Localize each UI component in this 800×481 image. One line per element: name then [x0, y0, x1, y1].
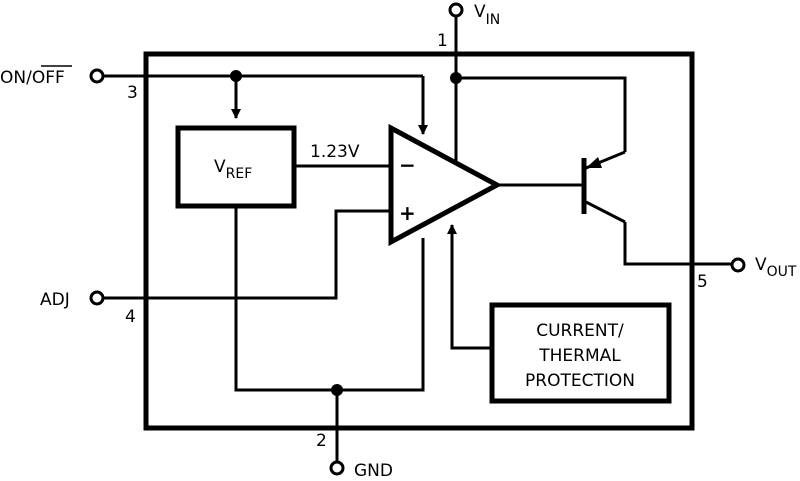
protection-to-amp-wire [447, 224, 492, 350]
reference-voltage-label: 1.23V [310, 142, 360, 162]
adj-to-noninverting-wire [103, 209, 391, 300]
gnd-junction-dot [331, 384, 343, 396]
vin-pin-group: VIN 1 [437, 2, 627, 164]
vin-pin-number: 1 [437, 31, 448, 51]
vin-label-base: V [474, 2, 486, 22]
protection-label-line1: CURRENT/ [536, 321, 624, 341]
on-off-junction-dot [230, 70, 242, 82]
transistor-emitter-arrow [586, 157, 602, 168]
amplifier-minus-sign: − [399, 153, 416, 177]
amplifier-plus-sign: + [399, 201, 416, 225]
ic-package-outline [143, 51, 695, 431]
gnd-pin-group: GND 2 [234, 206, 425, 481]
protection-label-line2: THERMAL [538, 346, 621, 366]
vout-label-base: V [755, 255, 767, 275]
vout-pin-group: VOUT 5 [697, 255, 797, 292]
gnd-pin-terminal[interactable] [329, 460, 345, 476]
vin-label: VIN [474, 2, 500, 28]
adj-pin-group: ADJ 4 [40, 209, 391, 327]
vref-block: VREF [175, 125, 297, 209]
vref-label: VREF [214, 157, 252, 182]
on-off-pin-number: 3 [127, 83, 138, 103]
collector-to-vout-wire [623, 222, 732, 266]
vout-label-sub: OUT [767, 264, 797, 280]
on-off-label-prefix: ON/ [0, 68, 32, 88]
amplifier-triangle [388, 123, 503, 247]
error-amplifier: − + [388, 123, 503, 247]
vin-to-transistor-wire [456, 76, 627, 152]
adj-pin-terminal[interactable] [89, 290, 105, 306]
on-off-label-overbar: OFF [32, 68, 65, 88]
adj-label: ADJ [40, 290, 70, 310]
transistor-collector-leg [585, 200, 626, 224]
vout-pin-number: 5 [697, 272, 708, 292]
vin-pin-terminal[interactable] [448, 2, 464, 18]
vout-label: VOUT [755, 255, 797, 280]
on-off-pin-group: ON/OFF 3 [0, 65, 428, 135]
vref-label-sub: REF [226, 166, 253, 182]
on-off-pin-terminal[interactable] [89, 68, 105, 84]
pass-transistor [581, 150, 732, 266]
protection-box [489, 302, 672, 404]
vin-label-sub: IN [486, 12, 501, 28]
protection-block: CURRENT/ THERMAL PROTECTION [447, 224, 672, 404]
on-off-label: ON/OFF [0, 68, 65, 88]
gnd-pin-number: 2 [316, 431, 327, 451]
vin-junction-dot [450, 72, 462, 84]
vout-pin-terminal[interactable] [730, 257, 746, 273]
vref-label-base: V [214, 157, 226, 177]
protection-label-line3: PROTECTION [525, 371, 635, 391]
vref-gnd-wire [234, 206, 425, 392]
adj-pin-number: 4 [125, 307, 136, 327]
gnd-label: GND [354, 461, 393, 481]
